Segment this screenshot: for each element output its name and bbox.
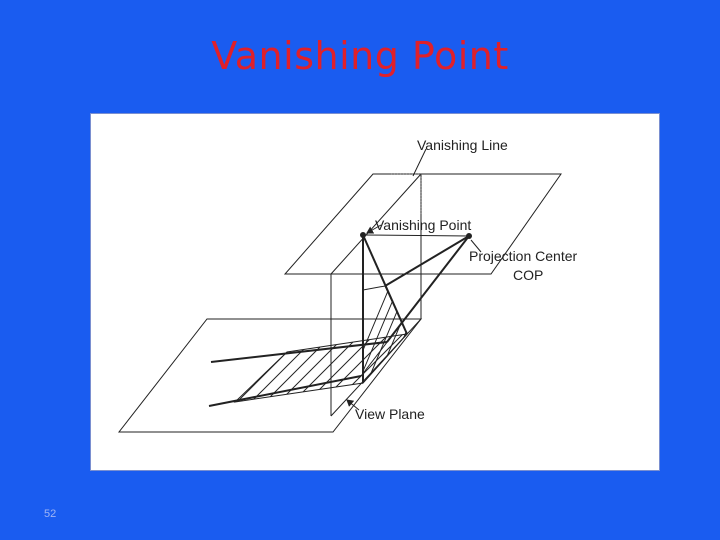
ground-line-upper (210, 341, 388, 363)
ray-cop-to-vanishing-point (362, 234, 470, 237)
vanishing-line-pointer (412, 148, 427, 177)
vanishing-point-diagram: Vanishing Line Vanishing Point Projectio… (117, 137, 578, 433)
cop-pointer (470, 239, 482, 253)
vanishing-line-label: Vanishing Line (417, 137, 508, 153)
ground-hatch (235, 334, 407, 402)
projection-center-label: Projection Center (469, 248, 578, 264)
horizon-plane (283, 173, 562, 275)
view-plane-label: View Plane (355, 406, 425, 422)
ray-vanishing-point-diagonal (362, 234, 408, 335)
ground-line-lower (208, 375, 362, 407)
slide-title: Vanishing Point (211, 34, 509, 78)
ray-cop-to-ground-lower (360, 235, 470, 377)
ground-plane (117, 318, 423, 433)
vanishing-point-pointer (366, 224, 382, 234)
diagram-panel: Vanishing Line Vanishing Point Projectio… (90, 113, 660, 471)
page-number: 52 (44, 508, 57, 520)
ray-cop-to-hatch-top (384, 235, 470, 287)
cop-marker (466, 233, 472, 239)
vanishing-point-label: Vanishing Point (375, 217, 471, 233)
vanishing-point-marker (360, 232, 366, 238)
view-plane-pointer (346, 399, 360, 411)
cop-label: COP (513, 267, 543, 283)
view-plane-top-edge (330, 173, 422, 275)
